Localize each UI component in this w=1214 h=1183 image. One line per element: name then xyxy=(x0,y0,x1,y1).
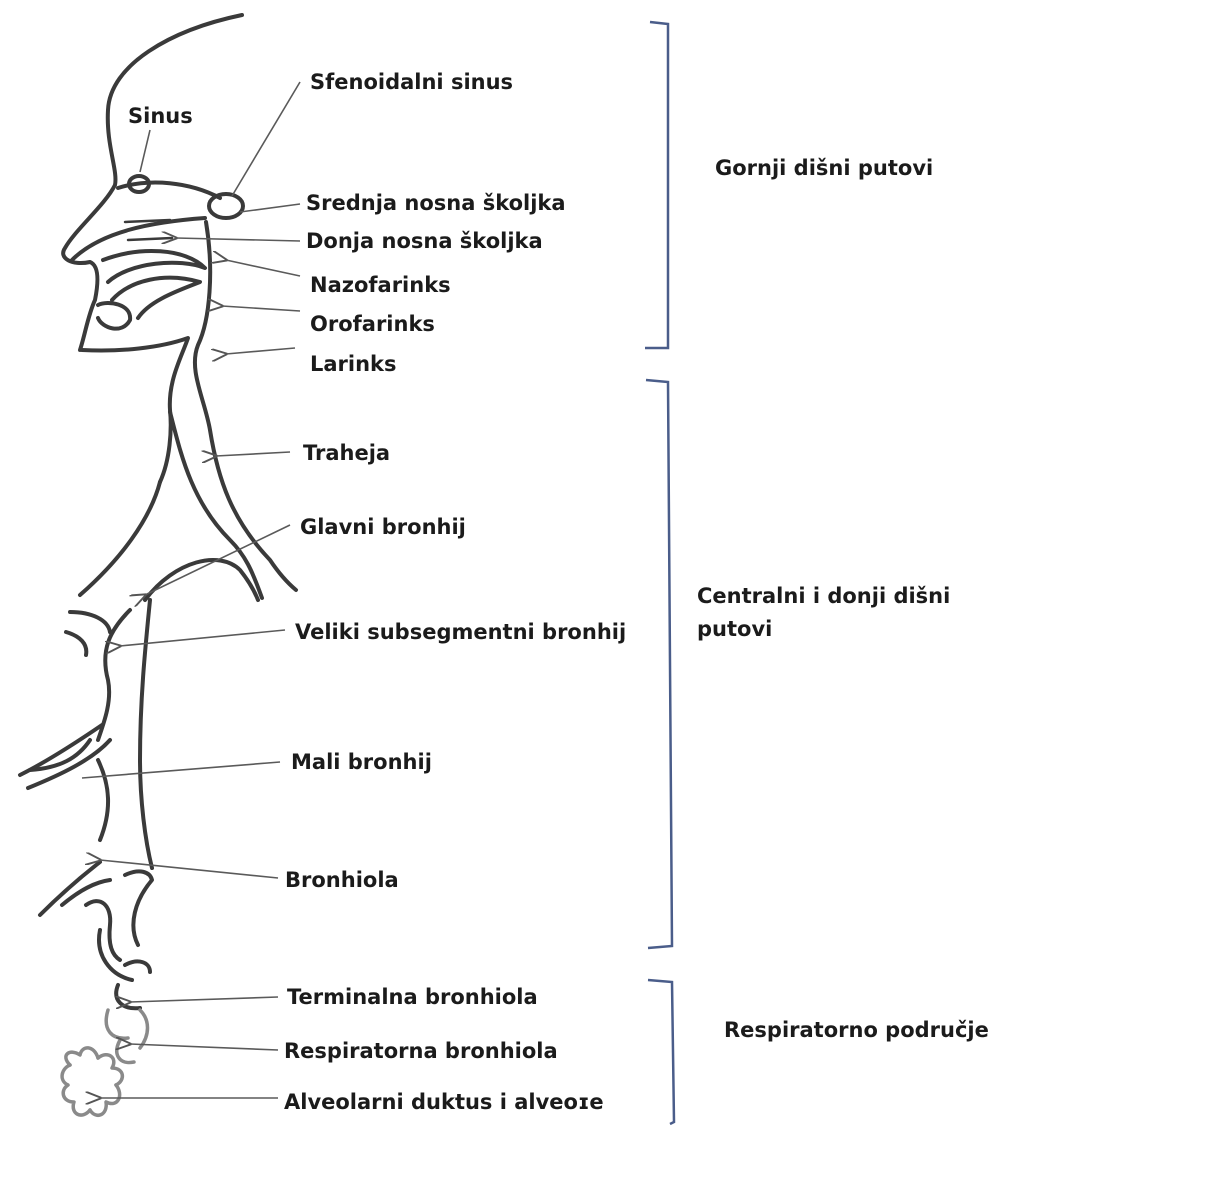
label-bronhiola: Bronhiola xyxy=(285,870,399,891)
bracket-centralni xyxy=(646,380,672,948)
main-bronchus xyxy=(80,482,160,595)
label-orofarinks: Orofarinks xyxy=(310,314,435,335)
label-terminalna-bronhiola: Terminalna bronhiola xyxy=(287,987,538,1008)
respiratory-bronchiole-1 xyxy=(106,1010,128,1038)
leader-traheja xyxy=(216,452,290,456)
label-larinks: Larinks xyxy=(310,354,397,375)
label-srednja-nosna-skoljka: Srednja nosna školjka xyxy=(306,193,566,214)
small-bronchus-inner xyxy=(98,760,108,840)
leader-larinks xyxy=(226,348,295,354)
bronchiole-right xyxy=(125,871,152,945)
trachea-front xyxy=(170,412,262,598)
label-mali-bronhij: Mali bronhij xyxy=(291,752,432,773)
leader-respiratorna xyxy=(130,1044,278,1050)
label-veliki-subsegmentni-bronhij: Veliki subsegmentni bronhij xyxy=(295,622,626,643)
label-traheja: Traheja xyxy=(303,443,390,464)
leader-terminalna xyxy=(130,997,278,1002)
main-airway-right-wall xyxy=(140,600,152,868)
carina xyxy=(145,560,258,600)
label-alveolarni-duktus: Alveolarni duktus i alveoɪe xyxy=(284,1092,604,1113)
turbinate-lower xyxy=(128,238,172,240)
leader-mali xyxy=(82,762,280,778)
leader-orofarinks xyxy=(222,306,300,311)
bronchiole-left-1 xyxy=(40,862,100,915)
group-label-gornji: Gornji dišni putovi xyxy=(715,152,933,185)
subsegmental-tip-1 xyxy=(70,612,110,632)
subsegmental-tip-2 xyxy=(66,632,86,655)
group-label-respiratorno: Respiratorno područje xyxy=(724,1014,989,1047)
leader-srednja xyxy=(240,204,300,212)
tongue-outline xyxy=(112,278,200,318)
bronchiole-mid xyxy=(86,901,120,960)
mouth-outline xyxy=(98,303,130,329)
subsegmental-branch xyxy=(98,610,130,740)
respiratory-bronchiole-2 xyxy=(140,1010,148,1048)
group-label-centralni: Centralni i donji dišni putovi xyxy=(697,580,967,645)
bracket-gornji xyxy=(645,22,668,348)
sphenoid-sinus xyxy=(209,194,243,218)
alveolar-sac-2 xyxy=(62,1065,90,1115)
label-respiratorna-bronhiola: Respiratorna bronhiola xyxy=(284,1041,558,1062)
label-glavni-bronhij: Glavni bronhij xyxy=(300,517,466,538)
terminal-bronchiole-1 xyxy=(125,961,150,972)
bracket-respiratorno xyxy=(648,980,674,1124)
terminal-bronchiole-2 xyxy=(116,985,140,1008)
larynx-front xyxy=(82,338,188,482)
alveolar-sac-1 xyxy=(90,1085,120,1115)
leader-nazofarinks xyxy=(226,260,300,276)
label-sfenoidalni-sinus: Sfenoidalni sinus xyxy=(310,72,513,93)
leader-sfenoidalni xyxy=(232,82,300,196)
label-donja-nosna-skoljka: Donja nosna školjka xyxy=(306,231,543,252)
leader-donja xyxy=(176,238,300,241)
pharynx-back-wall xyxy=(195,222,296,590)
leader-sinus xyxy=(140,130,150,172)
label-sinus: Sinus xyxy=(128,106,193,127)
alveolar-duct-1 xyxy=(66,1048,98,1065)
small-bronchus-upper xyxy=(20,725,102,775)
label-nazofarinks: Nazofarinks xyxy=(310,275,451,296)
